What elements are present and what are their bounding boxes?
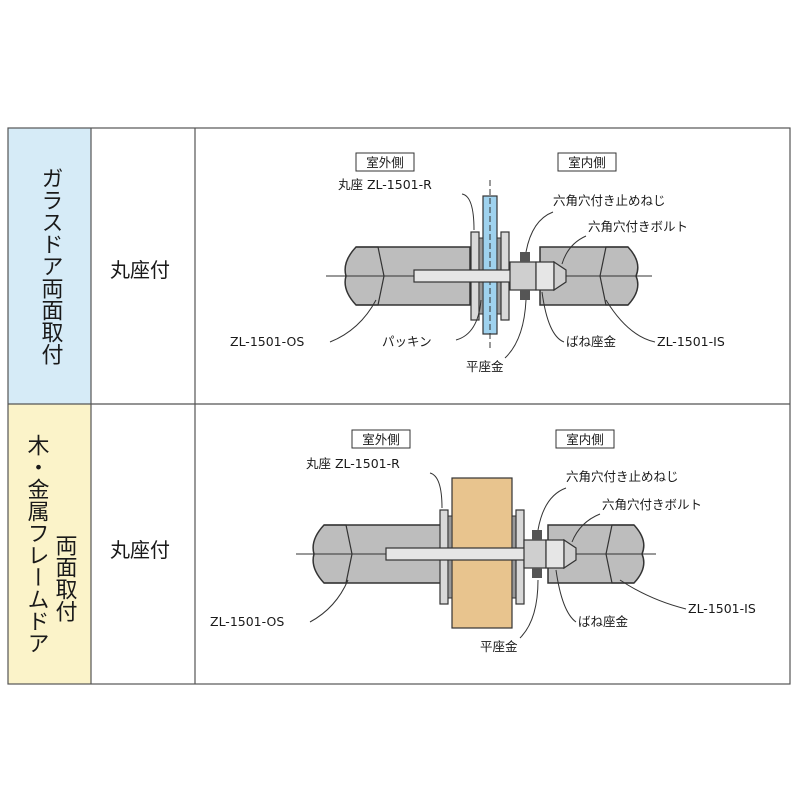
row1-flat-washer-label: 平座金	[466, 359, 504, 374]
row1-indoor-label: 室内側	[568, 155, 606, 170]
row1-type-label: 丸座付	[110, 258, 170, 282]
row2-type-label: 丸座付	[110, 538, 170, 562]
row2-set-screw-label: 六角穴付き止めねじ	[566, 469, 679, 484]
row2-bolt-label: 六角穴付きボルト	[602, 497, 702, 512]
row2-category-cell: 木・金属フレームドア 両面取付	[8, 404, 91, 684]
row1-category-text: ガラスドア両面取付	[37, 167, 63, 365]
row2-outdoor-label: 室外側	[362, 432, 400, 447]
row1-set-screw-label: 六角穴付き止めねじ	[553, 193, 666, 208]
row2-bolt	[385, 547, 537, 561]
row1-os-label: ZL-1501-OS	[230, 334, 304, 349]
row2-indoor-label: 室内側	[566, 432, 604, 447]
row2-spring-washer-label: ばね座金	[578, 614, 629, 629]
row1-spring-washer-label: ばね座金	[566, 334, 617, 349]
row2-os-label: ZL-1501-OS	[210, 614, 284, 629]
row1-round-seat-label: 丸座 ZL-1501-R	[338, 177, 432, 192]
row1-diagram: 室外側 室内側 丸座 ZL-1501-R 六角穴付き止めねじ 六角穴付きボルト …	[230, 152, 725, 374]
row1-outdoor-label: 室外側	[366, 155, 404, 170]
row2-category-text-1: 木・金属フレームドア	[23, 434, 49, 654]
row2-category-text-2: 両面取付	[51, 534, 77, 622]
row2-diagram: 室外側 室内側 丸座 ZL-1501-R 六角穴付き止めねじ 六角穴付きボルト …	[210, 429, 756, 654]
table-grid	[7, 127, 791, 685]
row2-round-seat-label: 丸座 ZL-1501-R	[306, 456, 400, 471]
row2-is-label: ZL-1501-IS	[688, 601, 756, 616]
row1-category-cell: ガラスドア両面取付	[8, 128, 91, 404]
row1-packing-label: パッキン	[382, 334, 432, 349]
row2-flat-washer-label: 平座金	[480, 639, 518, 654]
row1-bolt-label: 六角穴付きボルト	[588, 219, 688, 234]
row1-is-label: ZL-1501-IS	[657, 334, 725, 349]
